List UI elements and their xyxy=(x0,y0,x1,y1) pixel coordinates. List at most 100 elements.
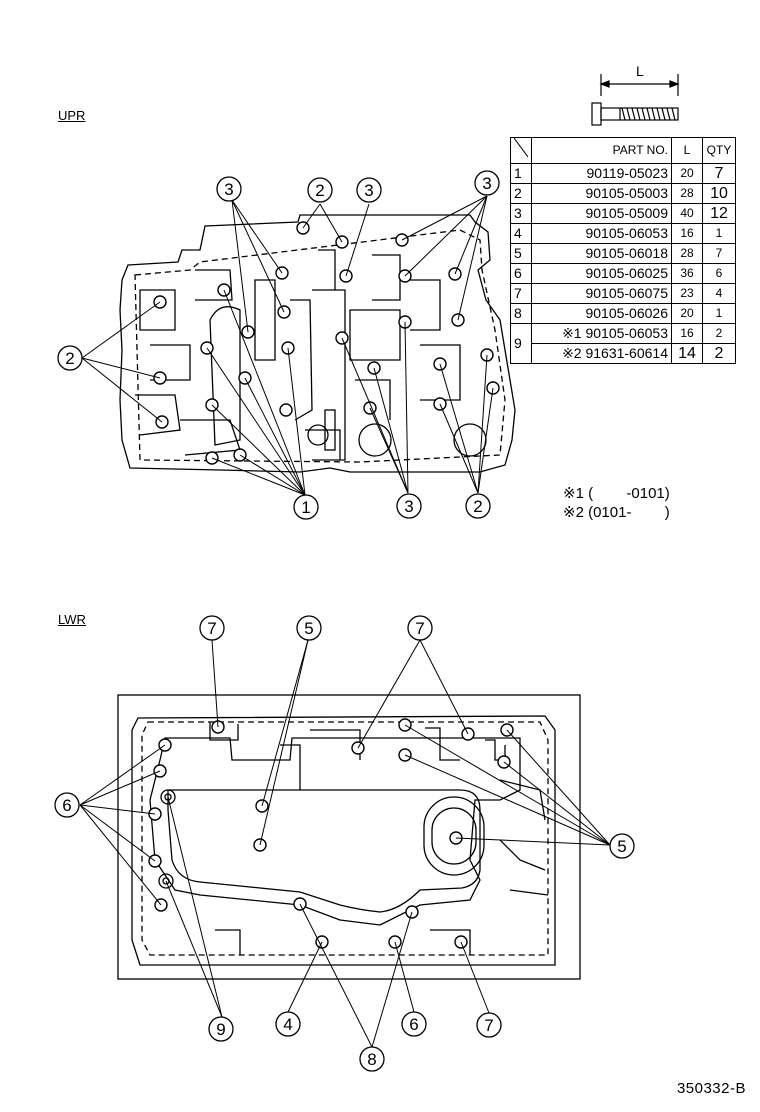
upper-valve-body xyxy=(119,214,516,473)
row-qty: 2 xyxy=(702,323,736,344)
row-length: 23 xyxy=(671,283,703,304)
table-row: 2 90105-05003 28 10 xyxy=(510,183,736,204)
table-row: 8 90105-06026 20 1 xyxy=(510,303,736,324)
callout-bubble xyxy=(208,1016,234,1042)
row-index: 1 xyxy=(510,163,532,184)
row-length: 36 xyxy=(671,263,703,284)
callout-lower-7a: 7 xyxy=(207,619,216,638)
callout-bubble xyxy=(356,177,382,203)
row-index: 3 xyxy=(510,203,532,224)
table-corner-cell xyxy=(510,137,532,164)
callout-bubble xyxy=(609,833,635,859)
section-label-upper: UPR xyxy=(58,108,86,123)
row-index: 4 xyxy=(510,223,532,244)
header-qty: QTY xyxy=(702,137,736,164)
callout-lower-6b: 6 xyxy=(409,1015,418,1034)
table-row: 9 ※1 90105-06053 16 2 xyxy=(510,323,736,364)
row-length: 20 xyxy=(671,163,703,184)
row-part-no: ※2 91631-60614 xyxy=(531,343,672,364)
lower-leader-lines xyxy=(79,639,611,1048)
table-row: 7 90105-06075 23 4 xyxy=(510,283,736,304)
callout-lower-6a: 6 xyxy=(62,796,71,815)
callout-upper-2a: 2 xyxy=(315,181,324,200)
callout-bubble xyxy=(199,615,225,641)
callout-bubble xyxy=(275,1011,301,1037)
lower-valve-body xyxy=(117,694,581,980)
bolt-length-label: L xyxy=(636,63,644,79)
row-length: 28 xyxy=(671,183,703,204)
callout-lower-5b: 5 xyxy=(617,837,626,856)
callout-lower-9: 9 xyxy=(216,1020,225,1039)
section-label-lower: LWR xyxy=(58,612,86,627)
callout-upper-3c: 3 xyxy=(482,174,491,193)
callout-lower-8: 8 xyxy=(367,1050,376,1069)
table-row: 5 90105-06018 28 7 xyxy=(510,243,736,264)
upper-leader-lines xyxy=(81,195,494,496)
footnote-2: ※2 (0101- ) xyxy=(563,504,670,521)
row-qty: 7 xyxy=(702,243,736,264)
callout-bubble xyxy=(359,1046,385,1072)
callout-upper-2b: 2 xyxy=(65,349,74,368)
upper-bolt-heads xyxy=(153,221,500,465)
row-index: 2 xyxy=(510,183,532,204)
callout-upper-1: 1 xyxy=(301,498,310,517)
callout-bubble xyxy=(293,494,319,520)
callout-upper-3d: 3 xyxy=(404,497,413,516)
table-row: ※2 91631-60614 14 2 xyxy=(511,343,736,364)
callout-upper-3a: 3 xyxy=(224,180,233,199)
lower-bolt-heads xyxy=(148,718,514,949)
row-part-no: 90105-06018 xyxy=(531,243,672,264)
row-qty: 7 xyxy=(702,163,736,184)
callout-upper-2c: 2 xyxy=(473,497,482,516)
row-length: 40 xyxy=(671,203,703,224)
row-qty: 12 xyxy=(702,203,736,224)
bolt-illustration xyxy=(591,74,680,126)
callout-bubble xyxy=(474,170,500,196)
callout-bubble xyxy=(465,493,491,519)
row-qty: 10 xyxy=(702,183,736,204)
row-index: 5 xyxy=(510,243,532,264)
parts-table: PART NO. L QTY 1 90119-05023 20 7 2 9010… xyxy=(510,137,736,364)
row-part-no: 90105-06075 xyxy=(531,283,672,304)
callout-bubble xyxy=(216,176,242,202)
row-part-no: 90105-05003 xyxy=(531,183,672,204)
row-length: 16 xyxy=(671,323,703,344)
table-row: 3 90105-05009 40 12 xyxy=(510,203,736,224)
row-part-no: 90119-05023 xyxy=(531,163,672,184)
callout-lower-7c: 7 xyxy=(484,1016,493,1035)
drawing-code: 350332-B xyxy=(676,1080,746,1097)
row-qty: 4 xyxy=(702,283,736,304)
table-row: 4 90105-06053 16 1 xyxy=(510,223,736,244)
callout-bubble xyxy=(401,1011,427,1037)
row-qty: 6 xyxy=(702,263,736,284)
callout-upper-3b: 3 xyxy=(364,181,373,200)
row-qty: 2 xyxy=(702,343,736,364)
callout-bubble xyxy=(54,792,80,818)
row-index: 9 xyxy=(510,323,532,364)
row-qty: 1 xyxy=(702,223,736,244)
row-part-no: 90105-06053 xyxy=(531,223,672,244)
callout-bubble xyxy=(296,615,322,641)
header-length: L xyxy=(671,137,703,164)
row-length: 28 xyxy=(671,243,703,264)
callout-bubble xyxy=(476,1012,502,1038)
callout-bubble xyxy=(57,345,83,371)
callout-lower-4: 4 xyxy=(283,1015,292,1034)
row-length: 16 xyxy=(671,223,703,244)
row-index: 7 xyxy=(510,283,532,304)
callout-bubble xyxy=(307,177,333,203)
footnote-1: ※1 ( -0101) xyxy=(563,485,670,502)
row-index: 8 xyxy=(510,303,532,324)
callout-bubble xyxy=(407,615,433,641)
callout-lower-5a: 5 xyxy=(304,619,313,638)
row-index: 6 xyxy=(510,263,532,284)
row-length: 20 xyxy=(671,303,703,324)
table-header-row: PART NO. L QTY xyxy=(510,137,736,164)
row-qty: 1 xyxy=(702,303,736,324)
row-part-no: 90105-05009 xyxy=(531,203,672,224)
table-row: 6 90105-06025 36 6 xyxy=(510,263,736,284)
header-part-no: PART NO. xyxy=(531,137,672,164)
row-part-no: 90105-06026 xyxy=(531,303,672,324)
table-row: 1 90119-05023 20 7 xyxy=(510,163,736,184)
